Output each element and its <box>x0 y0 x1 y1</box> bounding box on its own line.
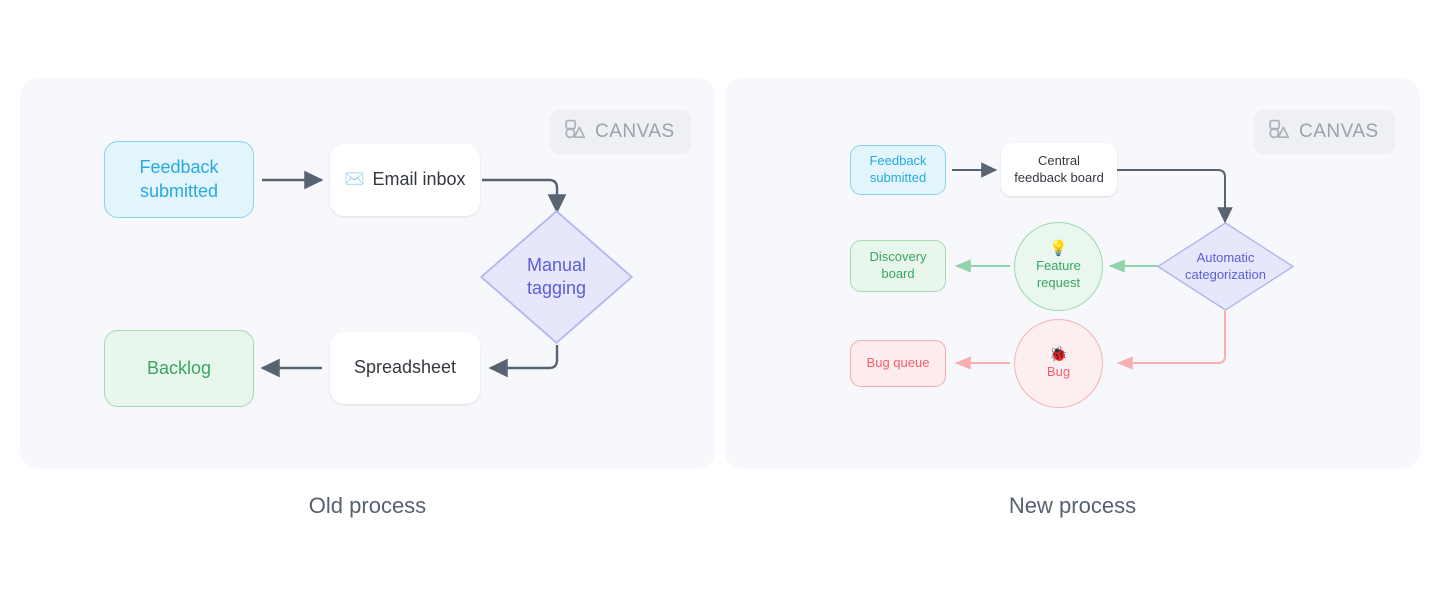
node-label: Spreadsheet <box>353 357 457 378</box>
caption-new-process: New process <box>1008 493 1137 518</box>
node-label-line1: Discovery <box>869 249 927 265</box>
shapes-icon <box>564 119 586 145</box>
node-manual-tagging[interactable]: Manual tagging <box>480 210 633 344</box>
node-label: ✉️ Email inbox <box>345 168 466 191</box>
node-backlog[interactable]: Backlog <box>104 330 254 407</box>
node-label-text: Bug <box>1046 363 1071 379</box>
caption-old-process: Old process <box>308 493 427 518</box>
node-label-line2: feedback board <box>1014 169 1104 185</box>
node-label: Automatic categorization <box>1157 222 1294 311</box>
node-label-line2: submitted <box>139 180 219 201</box>
node-spreadsheet[interactable]: Spreadsheet <box>330 332 480 404</box>
node-automatic-categorization[interactable]: Automatic categorization <box>1157 222 1294 311</box>
node-label-line2: tagging <box>526 278 587 298</box>
ladybug-icon: 🐞 <box>1049 345 1068 363</box>
canvas-badge-old[interactable]: CANVAS <box>550 110 691 154</box>
canvas-badge-new[interactable]: CANVAS <box>1254 110 1395 154</box>
node-email-inbox[interactable]: ✉️ Email inbox <box>330 144 480 216</box>
node-label: Central feedback board <box>1014 153 1104 186</box>
shapes-icon <box>1268 119 1290 145</box>
envelope-icon: ✉️ <box>344 170 365 188</box>
node-label-text: Email inbox <box>372 169 466 190</box>
node-feedback-submitted-new[interactable]: Feedback submitted <box>850 145 946 195</box>
lightbulb-icon: 💡 <box>1049 240 1068 258</box>
diamond-shape <box>480 210 633 344</box>
node-feedback-submitted-old[interactable]: Feedback submitted <box>104 141 254 218</box>
canvas-badge-label: CANVAS <box>1299 121 1379 142</box>
node-feature-request[interactable]: 💡 Feature request <box>1014 222 1103 311</box>
node-bug-queue[interactable]: Bug queue <box>850 340 946 387</box>
node-label: 💡 Feature request <box>1036 241 1081 291</box>
node-label-line1: Automatic <box>1196 249 1255 265</box>
node-label: Backlog <box>146 357 212 378</box>
node-label-line1: Feature <box>1036 258 1081 274</box>
node-label-line2: board <box>881 266 915 281</box>
canvas-badge-label: CANVAS <box>595 121 675 142</box>
node-label: Bug queue <box>866 355 930 371</box>
node-label: Discovery board <box>869 249 926 282</box>
node-label: Manual tagging <box>480 210 633 344</box>
node-bug[interactable]: 🐞 Bug <box>1014 319 1103 408</box>
node-central-feedback-board[interactable]: Central feedback board <box>1001 143 1117 196</box>
node-label-line2: categorization <box>1185 266 1266 282</box>
diamond-shape <box>1157 222 1294 311</box>
node-label-line2: request <box>1036 275 1081 290</box>
node-discovery-board[interactable]: Discovery board <box>850 240 946 292</box>
node-label-line2: submitted <box>869 170 927 185</box>
node-label-line1: Central <box>1038 152 1080 168</box>
node-label: 🐞 Bug <box>1047 347 1070 381</box>
node-label: Feedback submitted <box>139 156 218 202</box>
node-label: Feedback submitted <box>869 153 926 186</box>
node-label-line1: Feedback <box>869 153 927 169</box>
node-label-line1: Manual <box>526 254 587 275</box>
node-label-line1: Feedback <box>139 157 219 178</box>
